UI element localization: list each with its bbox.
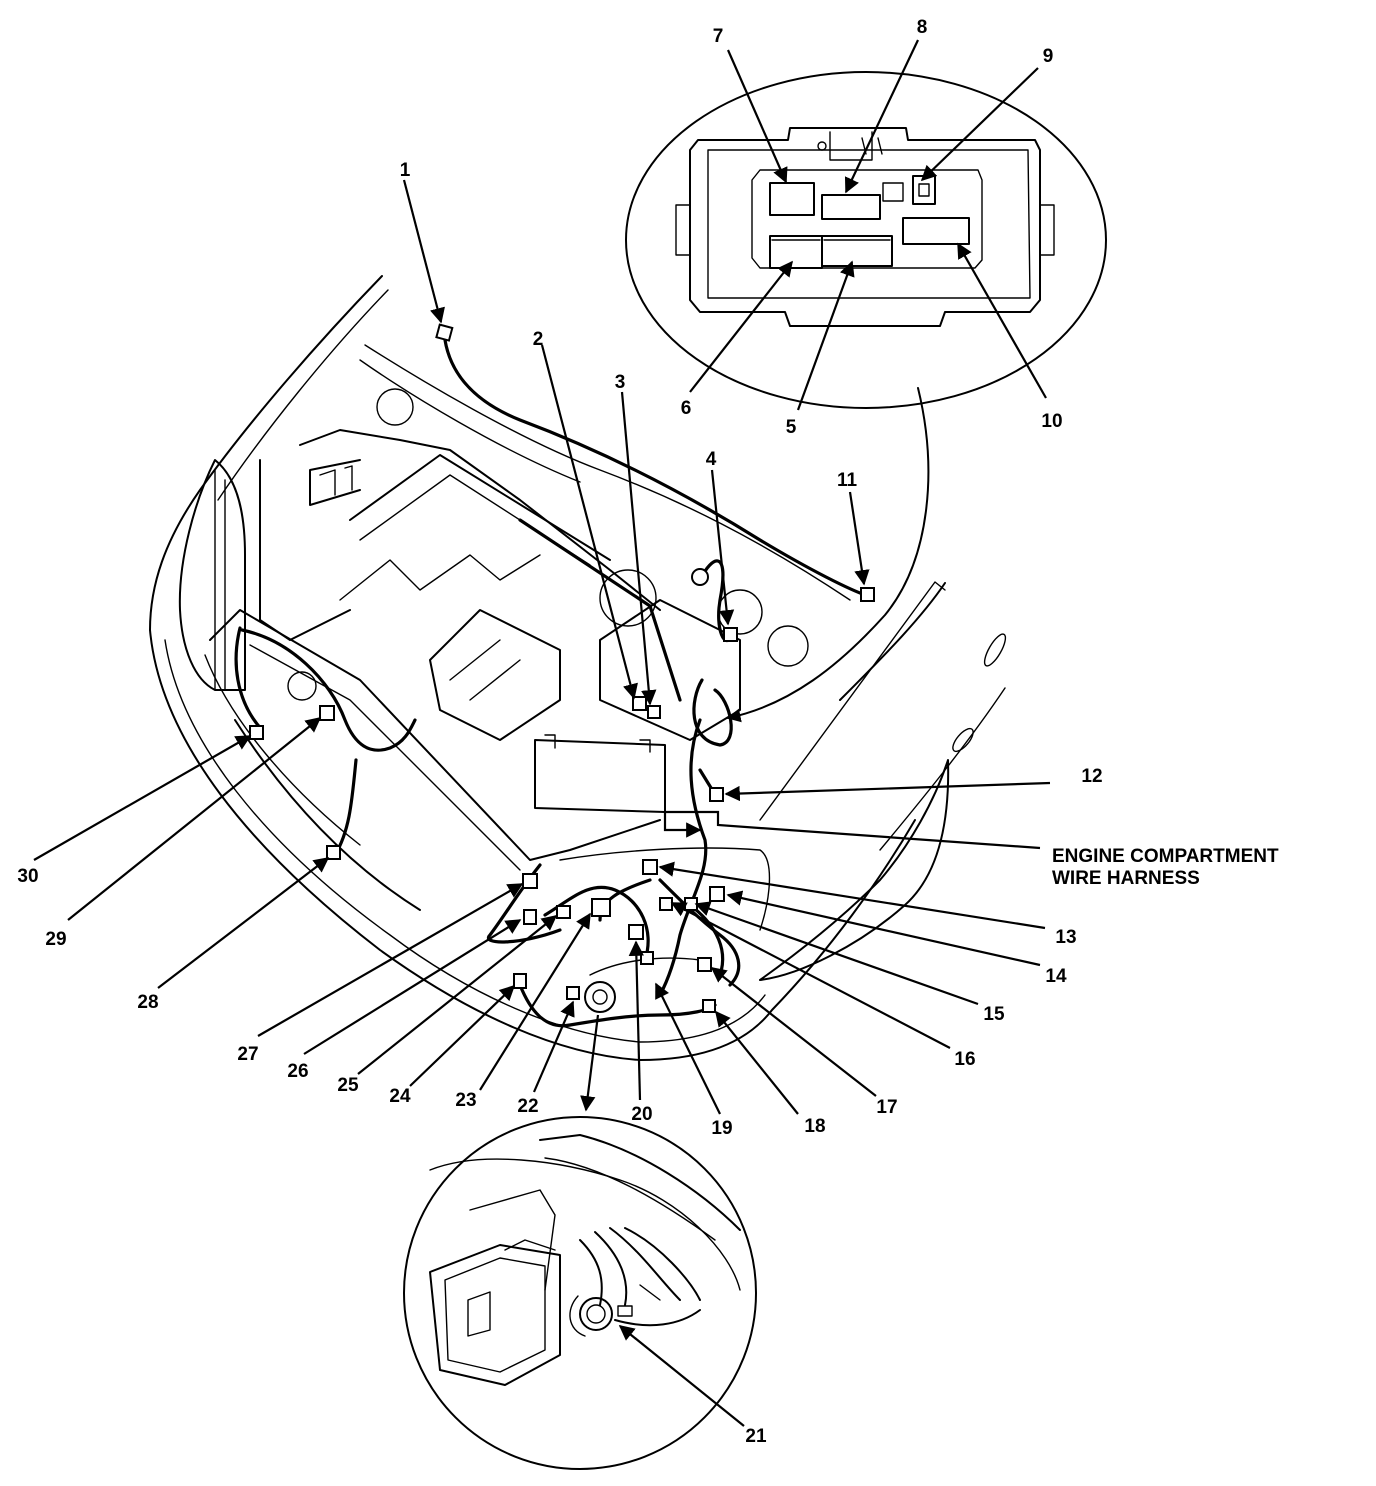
callout-3: 3 <box>615 372 626 393</box>
callout-28: 28 <box>137 992 158 1013</box>
callout-21: 21 <box>745 1426 767 1447</box>
callout-11: 11 <box>837 470 858 491</box>
callout-23: 23 <box>455 1090 476 1111</box>
callout-12: 12 <box>1081 766 1102 787</box>
callout-8: 8 <box>917 17 928 38</box>
callout-15: 15 <box>983 1004 1005 1025</box>
callout-16: 16 <box>954 1049 975 1070</box>
callout-19: 19 <box>711 1118 732 1139</box>
callout-10: 10 <box>1041 411 1062 432</box>
callout-7: 7 <box>713 26 724 47</box>
callout-24: 24 <box>389 1086 411 1107</box>
callout-9: 9 <box>1043 46 1054 67</box>
callout-17: 17 <box>876 1097 897 1118</box>
callout-6: 6 <box>681 398 692 419</box>
caption-line-2: WIRE HARNESS <box>1052 868 1200 889</box>
callout-2: 2 <box>533 329 544 350</box>
callout-18: 18 <box>804 1116 825 1137</box>
callout-1: 1 <box>400 160 411 181</box>
callout-25: 25 <box>337 1075 359 1096</box>
caption-line-1: ENGINE COMPARTMENT <box>1052 846 1279 867</box>
callout-14: 14 <box>1045 966 1067 987</box>
fuse-box-inset <box>625 71 1107 409</box>
callout-13: 13 <box>1055 927 1076 948</box>
callout-30: 30 <box>17 866 38 887</box>
callout-27: 27 <box>237 1044 258 1065</box>
callout-26: 26 <box>287 1061 308 1082</box>
ground-terminal-inset <box>403 1116 757 1470</box>
callout-29: 29 <box>45 929 66 950</box>
harness-connectors <box>249 323 875 1013</box>
callout-20: 20 <box>631 1104 652 1125</box>
harness-wiring <box>234 338 870 1028</box>
engine-bay-illustration <box>149 275 1007 1061</box>
callout-5: 5 <box>786 417 797 438</box>
callout-4: 4 <box>706 449 717 470</box>
callout-22: 22 <box>517 1096 538 1117</box>
